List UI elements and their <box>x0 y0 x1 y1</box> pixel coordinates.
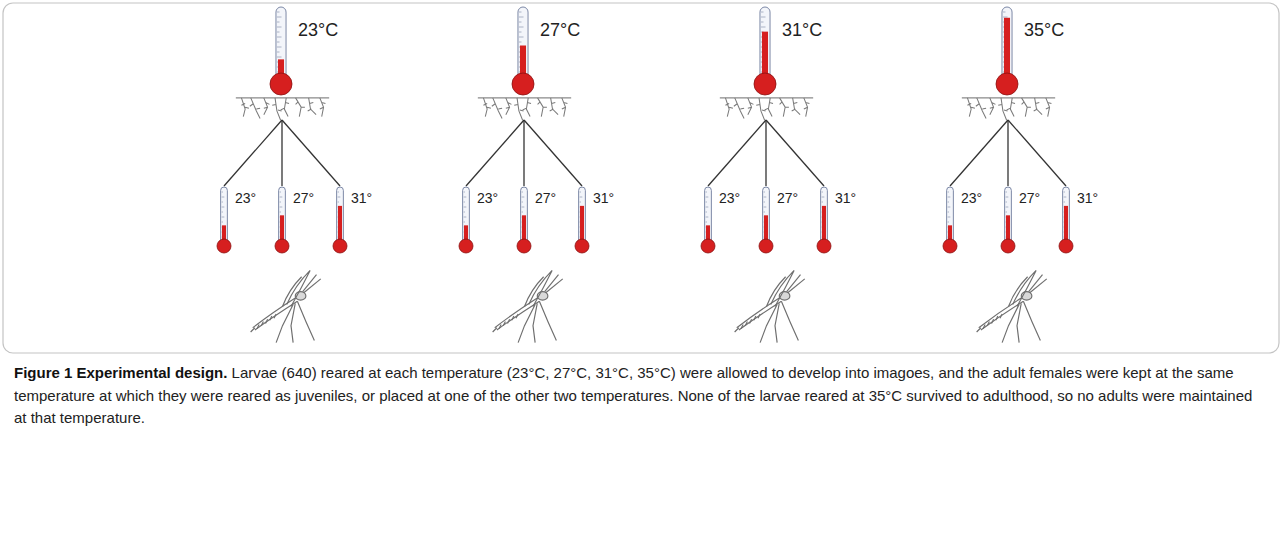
adult-temperature: 27° <box>516 186 568 256</box>
temperature-label: 23° <box>719 190 740 206</box>
temperature-label: 35°C <box>1024 20 1064 41</box>
thermometer-icon <box>1058 186 1074 254</box>
thermometer-icon <box>458 186 474 254</box>
temperature-label: 31° <box>1077 190 1098 206</box>
rearing-temperature: 27°C <box>474 6 584 120</box>
connector-line <box>708 120 766 186</box>
adult-temperature: 23° <box>458 186 510 256</box>
thermometer-icon <box>516 186 532 254</box>
adult-temperature: 23° <box>216 186 268 256</box>
adult-temperature: 27° <box>274 186 326 256</box>
temperature-label: 27° <box>1019 190 1040 206</box>
adult-temperature: 31° <box>816 186 868 256</box>
thermometer-icon <box>758 186 774 254</box>
temperature-label: 23° <box>235 190 256 206</box>
thermometer-icon <box>942 186 958 254</box>
thermometer-icon <box>511 6 535 96</box>
temperature-label: 23°C <box>298 20 338 41</box>
adult-temperature: 31° <box>1058 186 1110 256</box>
connector-line <box>282 120 340 186</box>
temperature-label: 31° <box>835 190 856 206</box>
connector-line <box>282 120 283 186</box>
adult-temperature: 31° <box>574 186 626 256</box>
thermometer-icon <box>274 186 290 254</box>
temperature-label: 31° <box>593 190 614 206</box>
thermometer-icon <box>574 186 590 254</box>
thermometer-icon <box>1000 186 1016 254</box>
thermometer-icon <box>700 186 716 254</box>
thermometer-icon <box>332 186 348 254</box>
rearing-temperature: 35°C <box>958 6 1068 120</box>
temperature-label: 27° <box>777 190 798 206</box>
adult-temperature: 23° <box>700 186 752 256</box>
adult-temperature: 27° <box>758 186 810 256</box>
figure-title: Figure 1 Experimental design. <box>14 364 227 381</box>
temperature-label: 23° <box>477 190 498 206</box>
thermometer-icon <box>753 6 777 96</box>
adult-temperature: 27° <box>1000 186 1052 256</box>
temperature-label: 27°C <box>540 20 580 41</box>
caption-block: Figure 1 Experimental design. Larvae (64… <box>14 362 1268 430</box>
connector-line <box>466 120 524 186</box>
adult-temperature: 31° <box>332 186 384 256</box>
connector-line <box>524 120 582 186</box>
thermometer-icon <box>216 186 232 254</box>
temperature-label: 27° <box>535 190 556 206</box>
thermometer-icon <box>995 6 1019 96</box>
rearing-temperature: 31°C <box>716 6 826 120</box>
connector-line <box>1008 120 1009 186</box>
connector-line <box>766 120 824 186</box>
connector-line <box>766 120 767 186</box>
connector-line <box>524 120 525 186</box>
thermometer-icon <box>816 186 832 254</box>
connector-line <box>1008 120 1066 186</box>
thermometer-icon <box>269 6 293 96</box>
temperature-label: 23° <box>961 190 982 206</box>
temperature-label: 31°C <box>782 20 822 41</box>
temperature-label: 27° <box>293 190 314 206</box>
temperature-label: 31° <box>351 190 372 206</box>
connector-line <box>950 120 1008 186</box>
rearing-temperature: 23°C <box>232 6 342 120</box>
adult-temperature: 23° <box>942 186 994 256</box>
connector-line <box>224 120 282 186</box>
